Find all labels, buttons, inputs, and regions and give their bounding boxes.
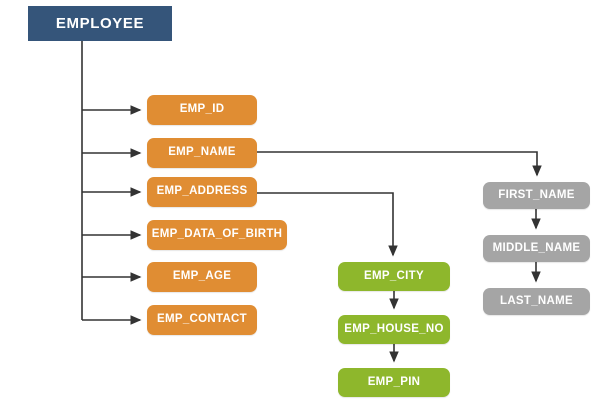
emp-name-to-first-name bbox=[257, 151, 542, 177]
attribute-node-emp-data-of-birth[interactable]: EMP_DATA_OF_BIRTH bbox=[147, 220, 287, 250]
address-node-emp-pin[interactable]: EMP_PIN bbox=[338, 368, 450, 397]
attribute-node-emp-age[interactable]: EMP_AGE bbox=[147, 262, 257, 292]
name-node-first-name[interactable]: FIRST_NAME bbox=[483, 182, 590, 209]
entity-node-employee[interactable]: EMPLOYEE bbox=[28, 6, 172, 41]
address-node-emp-city[interactable]: EMP_CITY bbox=[338, 262, 450, 291]
name-node-last-name[interactable]: LAST_NAME bbox=[483, 288, 590, 315]
name-node-middle-name[interactable]: MIDDLE_NAME bbox=[483, 235, 590, 262]
attribute-node-emp-address[interactable]: EMP_ADDRESS bbox=[147, 177, 257, 207]
attribute-node-emp-id[interactable]: EMP_ID bbox=[147, 95, 257, 125]
address-node-emp-house-no[interactable]: EMP_HOUSE_NO bbox=[338, 315, 450, 344]
attribute-node-emp-name[interactable]: EMP_NAME bbox=[147, 138, 257, 168]
attribute-node-emp-contact[interactable]: EMP_CONTACT bbox=[147, 305, 257, 335]
